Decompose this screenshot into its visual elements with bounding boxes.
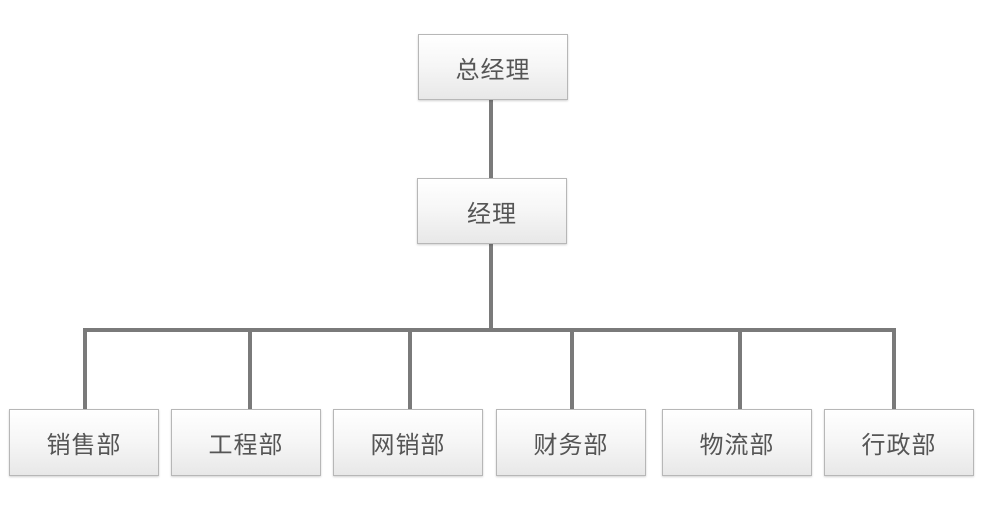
- connector-to-finance-department: [570, 328, 574, 410]
- department-node-engineering: 工程部: [171, 409, 321, 476]
- department-node-sales: 销售部: [9, 409, 159, 476]
- connector-to-online-sales-department: [408, 328, 412, 410]
- department-node-finance: 财务部: [496, 409, 646, 476]
- connector-ceo-to-manager: [489, 99, 493, 179]
- department-node-logistics: 物流部: [662, 409, 812, 476]
- connector-manager-to-branch: [489, 244, 493, 330]
- connector-to-administration-department: [892, 328, 896, 410]
- connector-to-logistics-department: [738, 328, 742, 410]
- connector-to-sales-department: [83, 328, 87, 410]
- connector-to-engineering-department: [248, 328, 252, 410]
- department-node-online-sales: 网销部: [333, 409, 483, 476]
- ceo-node: 总经理: [418, 34, 568, 100]
- connector-department-branch-line: [83, 328, 896, 332]
- manager-node: 经理: [417, 178, 567, 244]
- department-node-administration: 行政部: [824, 409, 974, 476]
